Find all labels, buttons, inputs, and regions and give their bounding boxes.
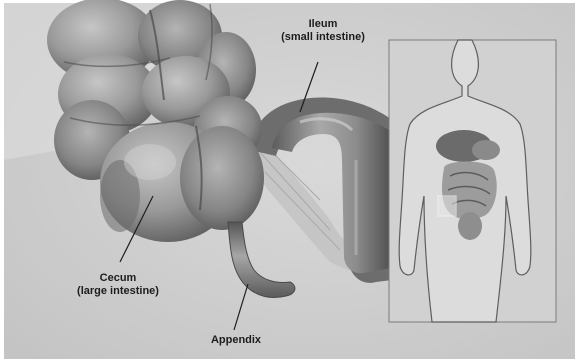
- appendix-label-name: Appendix: [196, 334, 276, 347]
- ileum-label-name: Ileum: [268, 18, 378, 31]
- ileum-label: Ileum (small intestine): [268, 18, 378, 44]
- cecum-label-detail: (large intestine): [58, 285, 178, 298]
- ileum-label-detail: (small intestine): [268, 31, 378, 44]
- cecum-label-name: Cecum: [58, 272, 178, 285]
- body-inset: [389, 40, 556, 322]
- cecum-label: Cecum (large intestine): [58, 272, 178, 298]
- appendix-label: Appendix: [196, 334, 276, 347]
